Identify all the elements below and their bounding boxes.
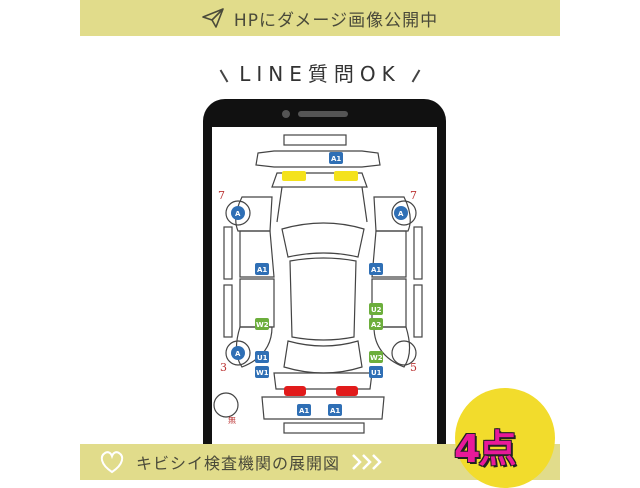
badge-left-rear-panel-upper: U1 <box>255 351 269 363</box>
right-taillight <box>336 386 358 396</box>
heading-text: LINE質問OK <box>239 62 401 86</box>
svg-text:A1: A1 <box>257 266 267 274</box>
left-taillight <box>284 386 306 396</box>
corner-number-front-right: 7 <box>410 189 417 202</box>
right-headlight <box>334 171 358 181</box>
left-headlight <box>282 171 306 181</box>
top-banner: HPにダメージ画像公開中 <box>80 0 560 36</box>
corner-number-rear-left: 3 <box>220 361 227 374</box>
badge-left-rear-panel-lower: W1 <box>255 366 269 378</box>
badge-front-bumper: A1 <box>329 152 343 164</box>
badge-left-rear-door: W2 <box>255 318 269 330</box>
svg-text:A1: A1 <box>330 407 340 415</box>
badge-right-rear-door-upper: U2 <box>369 303 383 315</box>
svg-text:A2: A2 <box>371 321 381 329</box>
svg-text:W2: W2 <box>370 354 383 362</box>
corner-number-front-left: 7 <box>218 189 225 202</box>
badge-right-rear-panel-upper: W2 <box>369 351 383 363</box>
svg-text:A1: A1 <box>331 155 341 163</box>
double-chevron-right-icon <box>352 454 382 470</box>
badge-rear-bumper-left: A1 <box>297 404 311 416</box>
svg-text:W1: W1 <box>256 369 269 377</box>
svg-text:U1: U1 <box>371 369 382 377</box>
svg-text:A: A <box>235 210 241 218</box>
bottom-banner-text: キビシイ検査機関の展開図 <box>136 454 341 473</box>
svg-text:A: A <box>398 210 404 218</box>
svg-text:U2: U2 <box>371 306 382 314</box>
badge-right-front-door: A1 <box>369 263 383 275</box>
top-banner-text: HPにダメージ画像公開中 <box>233 10 439 31</box>
badge-right-rear-door-lower: A2 <box>369 318 383 330</box>
badge-right-front-wheel: A <box>394 206 408 220</box>
corner-number-rear-right: 5 <box>410 361 417 374</box>
svg-text:A1: A1 <box>371 266 381 274</box>
badge-left-rear-wheel: A <box>231 346 245 360</box>
heart-outline-icon <box>100 451 124 474</box>
paper-plane-icon <box>202 8 224 28</box>
line-heading: LINE質問OK <box>0 58 640 87</box>
badge-rear-bumper-right: A1 <box>328 404 342 416</box>
svg-text:A: A <box>235 350 241 358</box>
badge-left-front-door: A1 <box>255 263 269 275</box>
badge-right-rear-panel-lower: U1 <box>369 366 383 378</box>
svg-text:W2: W2 <box>256 321 269 329</box>
points-badge-text: 4点 <box>454 427 516 471</box>
svg-text:U1: U1 <box>257 354 268 362</box>
points-badge-circle <box>455 388 555 488</box>
svg-text:A1: A1 <box>299 407 309 415</box>
vehicle-inspection-diagram: 7 7 3 5 無 A1 A A A1 A1 U2 A2 W2 A U1 <box>213 134 423 434</box>
phone-screen <box>212 127 437 480</box>
no-damage-label: 無 <box>228 415 236 425</box>
badge-left-front-wheel: A <box>231 206 245 220</box>
